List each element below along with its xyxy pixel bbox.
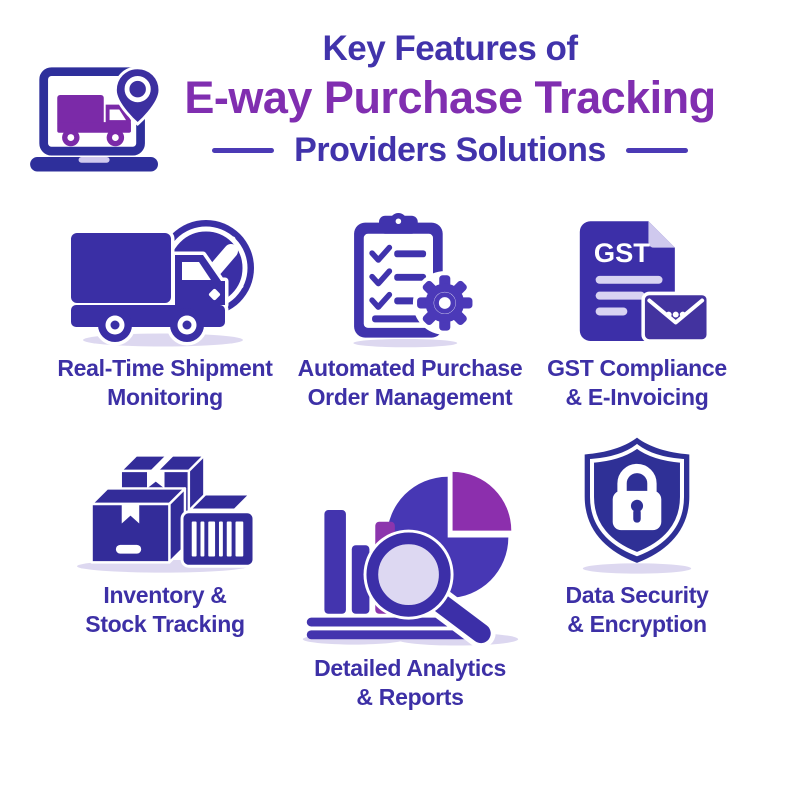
title-line-3: Providers Solutions bbox=[130, 130, 770, 169]
clipboard-checklist-gear-icon bbox=[352, 212, 477, 348]
dash-left bbox=[212, 147, 275, 153]
laptop-truck-location-icon bbox=[30, 66, 162, 172]
feature-real-time-shipment-monitoring: Real-Time Shipment Monitoring bbox=[40, 208, 290, 411]
boxes-barcode-icon bbox=[76, 454, 256, 573]
feature-label: Inventory & Stock Tracking bbox=[85, 582, 245, 637]
feature-data-security-encryption: Data Security & Encryption bbox=[528, 425, 746, 638]
feature-label: Detailed Analytics & Reports bbox=[314, 655, 506, 710]
shield-lock-icon bbox=[582, 437, 692, 574]
dash-right bbox=[625, 147, 688, 153]
title-line-3-text: Providers Solutions bbox=[294, 130, 606, 169]
feature-label: Real-Time Shipment Monitoring bbox=[57, 355, 273, 410]
gst-text: GST bbox=[594, 237, 650, 268]
app-logo bbox=[28, 62, 164, 188]
feature-label: Automated Purchase Order Management bbox=[297, 355, 523, 410]
header: Key Features of E-way Purchase Tracking … bbox=[0, 0, 800, 200]
feature-label: GST Compliance & E-Invoicing bbox=[547, 355, 727, 410]
truck-clock-check-icon bbox=[67, 220, 254, 347]
feature-inventory-stock-tracking: Inventory & Stock Tracking bbox=[40, 425, 290, 638]
page-title: Key Features of E-way Purchase Tracking … bbox=[130, 28, 770, 169]
feature-gst-compliance-e-invoicing: GST GST Compliance & E-Invoicing bbox=[528, 208, 746, 411]
bar-pie-chart-magnifier-icon bbox=[302, 471, 518, 648]
feature-detailed-analytics-reports: Detailed Analytics & Reports bbox=[278, 448, 542, 711]
title-line-2: E-way Purchase Tracking bbox=[184, 72, 716, 123]
gst-document-envelope-icon: GST bbox=[579, 221, 711, 343]
title-line-1: Key Features of bbox=[322, 29, 578, 68]
feature-automated-purchase-order-management: Automated Purchase Order Management bbox=[293, 200, 527, 411]
feature-label: Data Security & Encryption bbox=[565, 582, 709, 637]
